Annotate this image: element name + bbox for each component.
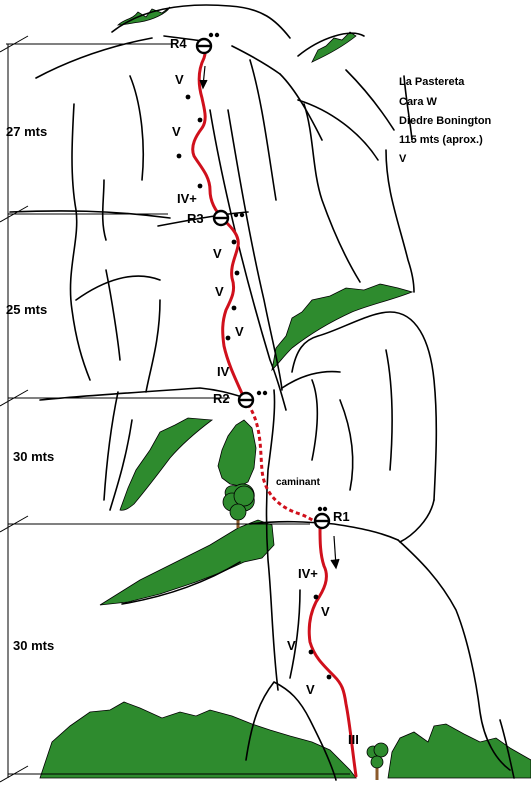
grade-label: V bbox=[321, 604, 330, 619]
right-pillar-bush bbox=[271, 283, 414, 372]
grade-label: V bbox=[287, 638, 296, 653]
belay-label-r3: R3 bbox=[187, 211, 204, 226]
grade-label: IV bbox=[217, 364, 230, 379]
grade-label: V bbox=[215, 284, 224, 299]
crag-name: La Pastereta bbox=[399, 76, 465, 88]
belay-r4[interactable] bbox=[195, 32, 220, 55]
height-label-pitch4: 27 mts bbox=[6, 124, 47, 139]
belay-r1[interactable] bbox=[313, 506, 331, 530]
face-name: Cara W bbox=[399, 96, 438, 108]
belay-label-r2: R2 bbox=[213, 391, 230, 406]
middle-bush-column bbox=[217, 419, 257, 487]
left-gully-bush bbox=[119, 417, 214, 511]
height-label-pitch2: 30 mts bbox=[13, 449, 54, 464]
base-vegetation bbox=[39, 701, 357, 779]
height-label-pitch3: 25 mts bbox=[6, 302, 47, 317]
height-markers bbox=[0, 35, 350, 783]
grade-label: V bbox=[175, 72, 184, 87]
grade-label: V bbox=[306, 682, 315, 697]
route-length: 115 mts (aprox.) bbox=[399, 134, 483, 146]
belay-r2[interactable] bbox=[237, 390, 268, 409]
route-grade: V bbox=[399, 153, 407, 165]
rock-outlines bbox=[9, 4, 515, 781]
route-name: Diedre Bonington bbox=[399, 115, 492, 127]
bolts bbox=[176, 94, 332, 680]
grades: III V V V IV+ IV V V V IV+ V V bbox=[172, 72, 359, 747]
grade-label: IV+ bbox=[177, 191, 197, 206]
belay-r3[interactable] bbox=[212, 209, 245, 227]
grade-label: IV+ bbox=[298, 566, 318, 581]
belay-label-r4: R4 bbox=[170, 36, 187, 51]
direction-arrows bbox=[199, 65, 340, 570]
route-line-upper bbox=[191, 44, 246, 400]
grade-label: V bbox=[172, 124, 181, 139]
lower-left-bush bbox=[99, 519, 275, 606]
route-info: La Pastereta Cara W Diedre Bonington 115… bbox=[399, 76, 492, 165]
grade-label: V bbox=[235, 324, 244, 339]
tree-base bbox=[366, 742, 389, 780]
grade-label: III bbox=[348, 732, 359, 747]
route-line bbox=[307, 526, 358, 778]
height-label-pitch1: 30 mts bbox=[13, 638, 54, 653]
grade-label: V bbox=[213, 246, 222, 261]
summit-bush-right bbox=[311, 31, 357, 63]
traverse-label: caminant bbox=[276, 477, 321, 488]
traverse-path bbox=[246, 403, 317, 524]
tree-left bbox=[222, 485, 255, 528]
belay-label-r1: R1 bbox=[333, 509, 350, 524]
base-vegetation-right bbox=[387, 723, 531, 779]
